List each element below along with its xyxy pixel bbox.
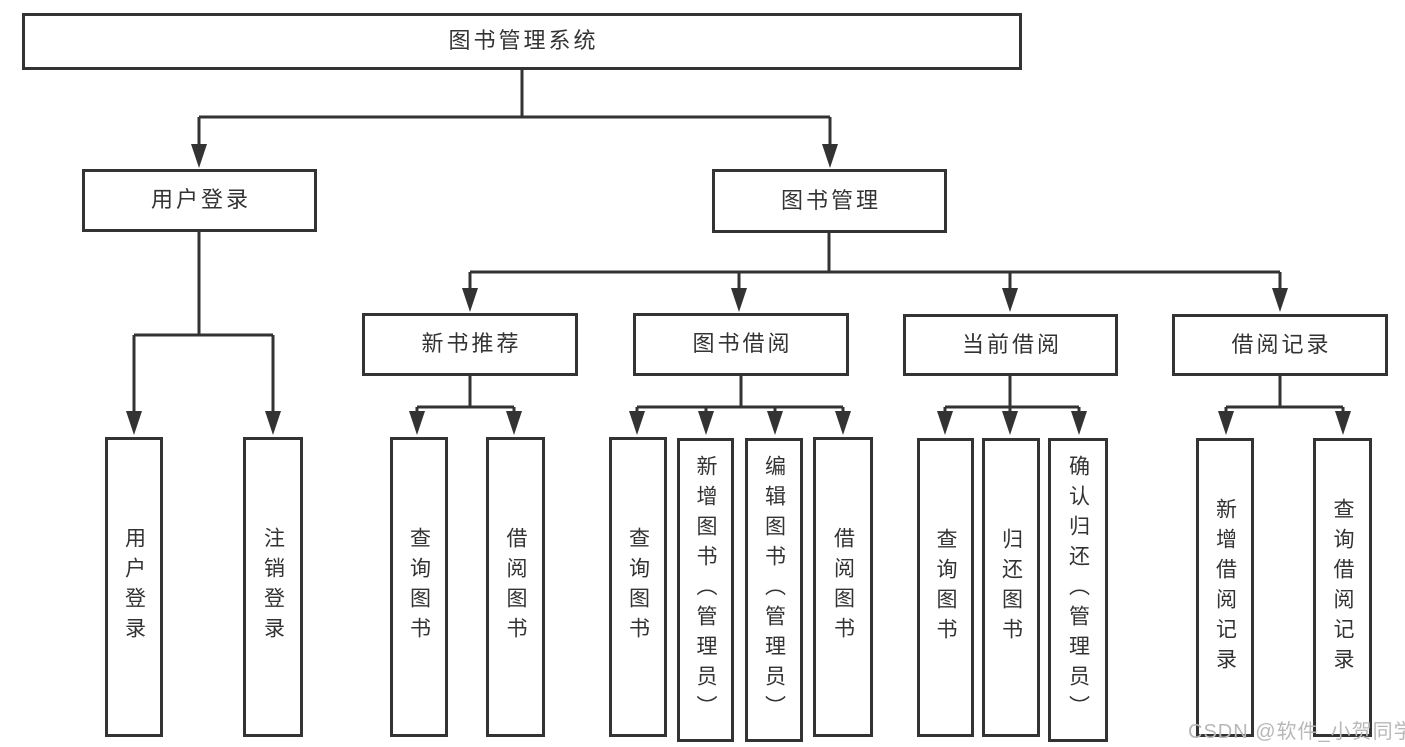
arrowhead-icon <box>409 411 425 435</box>
arrowhead-icon <box>1218 411 1234 435</box>
node-label: 借阅图书 <box>831 527 855 647</box>
node-label: 用户登录 <box>150 187 251 213</box>
leaf-query-books-borrow: 查询图书 <box>609 437 667 737</box>
leaf-edit-book-admin: 编辑图书（管理员） <box>745 438 803 742</box>
arrowhead-icon <box>462 288 478 312</box>
arrowhead-icon <box>937 411 953 435</box>
node-label: 借阅图书 <box>504 527 527 647</box>
arrowhead-icon <box>629 411 645 435</box>
arrowhead-icon <box>767 411 783 435</box>
arrowhead-icon <box>1071 411 1087 435</box>
connector-borrow-records-to-children <box>1224 376 1345 418</box>
connector-book-borrow-to-children <box>635 376 845 418</box>
leaf-add-book-admin: 新增图书（管理员） <box>677 438 734 742</box>
node-label: 查询图书 <box>407 527 431 647</box>
node-label: 借阅记录 <box>1231 331 1332 357</box>
leaf-borrow-books-recommend: 借阅图书 <box>486 437 545 737</box>
node-new-book-recommend: 新书推荐 <box>362 313 578 376</box>
leaf-query-books-recommend: 查询图书 <box>390 437 448 737</box>
node-current-borrow: 当前借阅 <box>903 314 1118 376</box>
arrowhead-icon <box>1335 411 1351 435</box>
arrowhead-icon <box>1002 288 1018 312</box>
node-user-login: 用户登录 <box>82 169 317 232</box>
node-label: 图书管理 <box>780 187 881 213</box>
node-library-management-system: 图书管理系统 <box>22 13 1022 70</box>
node-label: 新书推荐 <box>421 331 522 357</box>
connector-user-login-to-children <box>132 231 275 418</box>
arrowhead-icon <box>1272 288 1288 312</box>
leaf-add-borrow-record: 新增借阅记录 <box>1196 438 1254 737</box>
node-book-management: 图书管理 <box>712 169 947 233</box>
leaf-user-login: 用户登录 <box>105 437 163 737</box>
node-label: 注销登录 <box>261 527 285 647</box>
node-label: 新增图书（管理员） <box>694 455 717 725</box>
arrowhead-icon <box>731 288 747 312</box>
node-label: 归还图书 <box>999 527 1023 648</box>
node-label: 用户登录 <box>122 527 146 647</box>
arrowhead-icon <box>191 144 207 168</box>
node-label: 图书借阅 <box>692 331 793 357</box>
node-label: 编辑图书（管理员） <box>762 455 786 725</box>
leaf-logout: 注销登录 <box>243 437 303 737</box>
node-borrow-records: 借阅记录 <box>1172 314 1388 376</box>
arrowhead-icon <box>835 411 851 435</box>
node-label: 图书管理系统 <box>448 28 599 54</box>
node-label: 当前借阅 <box>961 331 1062 357</box>
node-label: 查询借阅记录 <box>1331 497 1354 678</box>
leaf-confirm-return-admin: 确认归还（管理员） <box>1048 438 1108 742</box>
leaf-return-book: 归还图书 <box>982 438 1040 737</box>
arrowhead-icon <box>1002 411 1018 435</box>
arrowhead-icon <box>822 144 838 168</box>
node-label: 确认归还（管理员） <box>1066 455 1090 725</box>
arrowhead-icon <box>126 411 142 435</box>
watermark-text: CSDN @软件_小贺同学 <box>1188 721 1405 743</box>
leaf-borrow-books-2: 借阅图书 <box>813 437 873 737</box>
node-label: 新增借阅记录 <box>1213 497 1237 678</box>
connector-new-book-to-children <box>415 376 516 418</box>
node-book-borrow: 图书借阅 <box>633 313 849 376</box>
connector-current-borrow-to-children <box>943 376 1081 418</box>
connector-root-to-level2 <box>197 69 832 150</box>
arrowhead-icon <box>506 411 522 435</box>
arrowhead-icon <box>698 411 714 435</box>
node-label: 查询图书 <box>934 527 957 648</box>
node-label: 查询图书 <box>626 527 650 647</box>
connector-book-management-to-children <box>468 233 1282 294</box>
leaf-query-books-current: 查询图书 <box>917 438 974 737</box>
arrowhead-icon <box>265 411 281 435</box>
leaf-query-borrow-record: 查询借阅记录 <box>1313 438 1372 737</box>
